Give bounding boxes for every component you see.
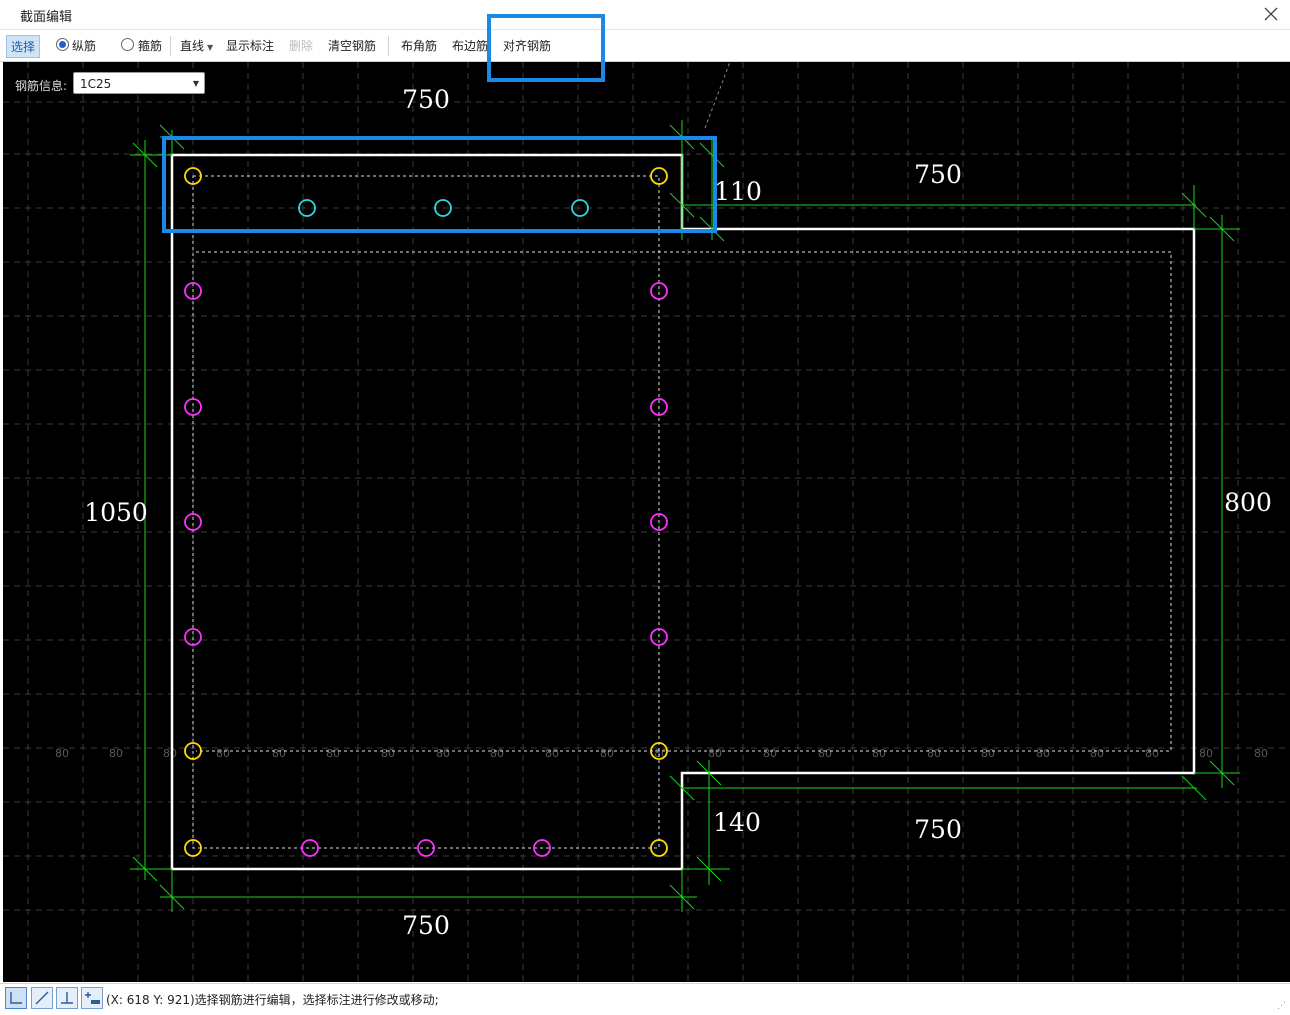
dim-notch: 140 [713, 808, 761, 837]
corner-rebar [650, 167, 668, 185]
delete-button[interactable]: 删除 [289, 39, 314, 53]
dimension-line [669, 192, 695, 218]
dimension-line [699, 142, 725, 168]
dim-right-top-width: 750 [914, 160, 962, 189]
select-button[interactable]: 选择 [6, 35, 41, 58]
status-bar: (X: 618 Y: 921)选择钢筋进行编辑，选择标注进行修改或移动; ⋰ [0, 983, 1290, 1015]
corner-rebar [184, 839, 202, 857]
stirrup-radio[interactable] [121, 38, 134, 51]
snap-perpendicular-icon[interactable] [56, 987, 78, 1009]
side-rebar [650, 628, 668, 646]
grid-value-label: 80 [872, 747, 886, 760]
window-title: 截面编辑 [20, 10, 73, 25]
snap-line-icon[interactable] [31, 987, 53, 1009]
snap-orthogonal-icon[interactable] [5, 987, 27, 1009]
status-text: (X: 618 Y: 921)选择钢筋进行编辑，选择标注进行修改或移动; [106, 993, 439, 1007]
rebar-info-value: 1C25 [80, 77, 112, 91]
resize-grip-icon[interactable]: ⋰ [1277, 1001, 1286, 1011]
dim-right-height: 800 [1224, 488, 1272, 517]
toolbar: 选择 纵筋 箍筋 直线▼ 显示标注 删除 清空钢筋 布角筋 布边筋 对齐钢筋 [0, 30, 1290, 62]
grid-value-label: 80 [927, 747, 941, 760]
grid-value-label: 80 [981, 747, 995, 760]
dim-top-width: 750 [402, 85, 450, 114]
dim-left-height: 1050 [84, 498, 148, 527]
stirrup-line [192, 175, 660, 849]
bottom-rebar [301, 839, 319, 857]
grid-value-label: 80 [216, 747, 230, 760]
dim-bottom-width: 750 [402, 911, 450, 940]
corner-rebar [184, 167, 202, 185]
side-rebar-button[interactable]: 布边筋 [452, 39, 489, 53]
dimension-line [696, 760, 722, 786]
grid-value-label: 80 [600, 747, 614, 760]
bottom-rebar [417, 839, 435, 857]
dim-flange-thickness: 110 [714, 177, 762, 206]
dim-right-bottom-width: 750 [914, 815, 962, 844]
side-rebar [184, 398, 202, 416]
grid-value-label: 80 [55, 747, 69, 760]
title-bar: 截面编辑 [0, 0, 1290, 30]
grid-value-label: 80 [381, 747, 395, 760]
grid-value-label: 80 [545, 747, 559, 760]
show-dimension-button[interactable]: 显示标注 [226, 39, 275, 53]
toolbar-separator [388, 36, 389, 56]
longitudinal-radio[interactable] [56, 38, 69, 51]
dimension-line [669, 775, 695, 801]
grid-value-label: 80 [436, 747, 450, 760]
side-rebar [650, 513, 668, 531]
top-rebar [571, 199, 589, 217]
leader-line [704, 62, 731, 129]
align-rebar-button[interactable]: 对齐钢筋 [503, 39, 552, 53]
bottom-rebar [533, 839, 551, 857]
grid-value-label: 80 [272, 747, 286, 760]
rebar-info-select[interactable]: 1C25 ▼ [73, 72, 205, 94]
side-rebar [184, 628, 202, 646]
grid-value-label: 80 [763, 747, 777, 760]
snap-add-icon[interactable] [81, 987, 103, 1009]
chevron-down-icon: ▼ [192, 79, 199, 88]
grid-value-label: 80 [490, 747, 504, 760]
grid-value-label: 80 [818, 747, 832, 760]
close-icon[interactable] [1262, 5, 1280, 23]
grid-value-label: 80 [708, 747, 722, 760]
grid-value-label: 80 [1254, 747, 1268, 760]
rebar-info-label: 钢筋信息: [15, 79, 68, 93]
line-dropdown[interactable]: 直线▼ [180, 37, 213, 54]
longitudinal-label[interactable]: 纵筋 [72, 39, 97, 53]
clear-rebar-button[interactable]: 清空钢筋 [328, 39, 377, 53]
side-rebar [650, 282, 668, 300]
grid-value-label: 80 [326, 747, 340, 760]
corner-rebar [184, 742, 202, 760]
grid-value-label: 80 [109, 747, 123, 760]
line-dropdown-label: 直线 [180, 39, 205, 53]
section-drawing[interactable]: 80 80 80 80 80 80 80 80 80 80 80 80 80 80 80 80 80 80 80 80… [3, 62, 1290, 982]
chevron-down-icon: ▼ [207, 43, 214, 52]
grid-value-label: 80 [163, 747, 177, 760]
toolbar-separator [170, 36, 171, 56]
grid-value-label: 80 [1199, 747, 1213, 760]
side-rebar [184, 282, 202, 300]
corner-rebar-button[interactable]: 布角筋 [401, 39, 438, 53]
grid-value-label: 80 [1145, 747, 1159, 760]
side-rebar [650, 398, 668, 416]
corner-rebar [650, 742, 668, 760]
dimension-line [1181, 775, 1207, 801]
corner-rebar [650, 839, 668, 857]
drawing-canvas[interactable]: 80 80 80 80 80 80 80 80 80 80 80 80 80 80 80 80 80 80 80 80… [3, 62, 1290, 982]
grid-value-label: 80 [1090, 747, 1104, 760]
side-rebar [184, 513, 202, 531]
top-rebar [434, 199, 452, 217]
grid-value-label: 80 [1036, 747, 1050, 760]
stirrup-line [196, 251, 1172, 752]
top-rebar [298, 199, 316, 217]
stirrup-label[interactable]: 箍筋 [138, 39, 163, 53]
